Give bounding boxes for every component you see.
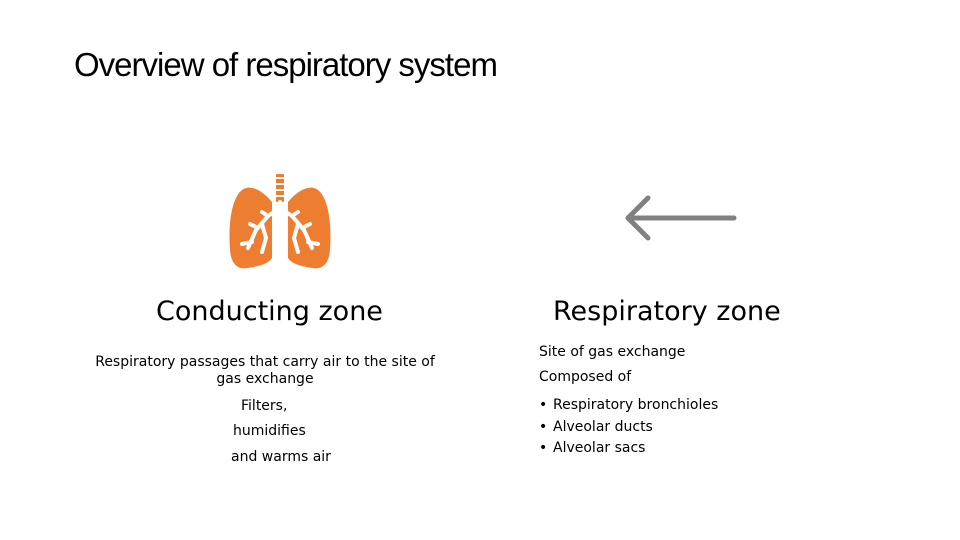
conducting-function-humidifies: humidifies (233, 423, 306, 439)
slide-title: Overview of respiratory system (74, 46, 498, 83)
list-item: • Alveolar sacs (539, 438, 718, 460)
respiratory-zone-list: • Respiratory bronchioles • Alveolar ducts… (539, 395, 718, 460)
list-item: • Respiratory bronchioles (539, 395, 718, 417)
conducting-zone-heading: Conducting zone (156, 296, 383, 327)
conducting-zone-description: Respiratory passages that carry air to t… (90, 354, 440, 388)
list-item-label: Respiratory bronchioles (553, 397, 719, 413)
bullet: • (539, 418, 548, 435)
bullet: • (539, 440, 548, 456)
bullet: • (539, 397, 548, 413)
respiratory-zone-heading: Respiratory zone (553, 296, 781, 327)
conducting-function-warms: and warms air (231, 449, 331, 465)
conducting-description-line: Respiratory passages that carry air to t… (95, 354, 435, 370)
list-item: • Alveolar ducts (539, 417, 718, 439)
respiratory-zone-composed: Composed of (539, 369, 632, 385)
list-item-label: Alveolar sacs (553, 440, 646, 456)
respiratory-zone-site: Site of gas exchange (539, 344, 686, 360)
conducting-function-filters: Filters, (241, 398, 288, 414)
list-item-label: Alveolar ducts (553, 418, 653, 435)
conducting-description-line: gas exchange (216, 371, 314, 387)
left-arrow-icon (625, 195, 737, 241)
lungs-icon (229, 174, 331, 269)
